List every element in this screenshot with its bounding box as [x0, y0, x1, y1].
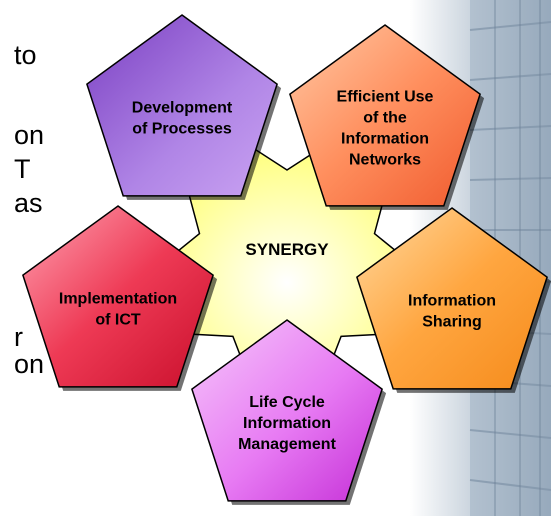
- pentagon-shape: [191, 319, 383, 502]
- pentagon-label-line: Networks: [349, 152, 421, 169]
- pentagon-label-line: Efficient Use: [337, 89, 434, 106]
- background-text-line: as: [14, 188, 43, 218]
- pentagon-label-line: of ICT: [95, 312, 141, 329]
- pentagon-label-line: Information: [243, 415, 331, 432]
- pentagon-label-line: of the: [363, 110, 407, 127]
- pentagon-label-line: Implementation: [59, 291, 177, 308]
- pentagon-shape: [289, 24, 481, 207]
- pentagon-shape: [22, 205, 214, 388]
- background-text-line: T: [14, 154, 31, 184]
- pentagon-label-line: Information: [408, 293, 496, 310]
- background-text-line: to: [14, 40, 37, 70]
- pentagon-label-line: Information: [341, 131, 429, 148]
- pentagon-processes: Development of Processes: [86, 14, 282, 200]
- pentagon-label-line: of Processes: [132, 121, 232, 138]
- center-label: SYNERGY: [245, 240, 329, 259]
- pentagon-label-line: Development: [132, 100, 233, 117]
- background-text-line: on: [14, 349, 45, 379]
- background-text-line: r: [14, 322, 23, 352]
- pentagon-label-line: Sharing: [422, 314, 482, 331]
- pentagon-shape: [356, 207, 548, 390]
- pentagon-ict: Implementation of ICT: [22, 205, 218, 391]
- background-text-line: on: [14, 120, 45, 150]
- pentagon-shape: [86, 14, 278, 197]
- pentagon-label-line: Management: [238, 436, 336, 453]
- pentagon-label-line: Life Cycle: [249, 394, 325, 411]
